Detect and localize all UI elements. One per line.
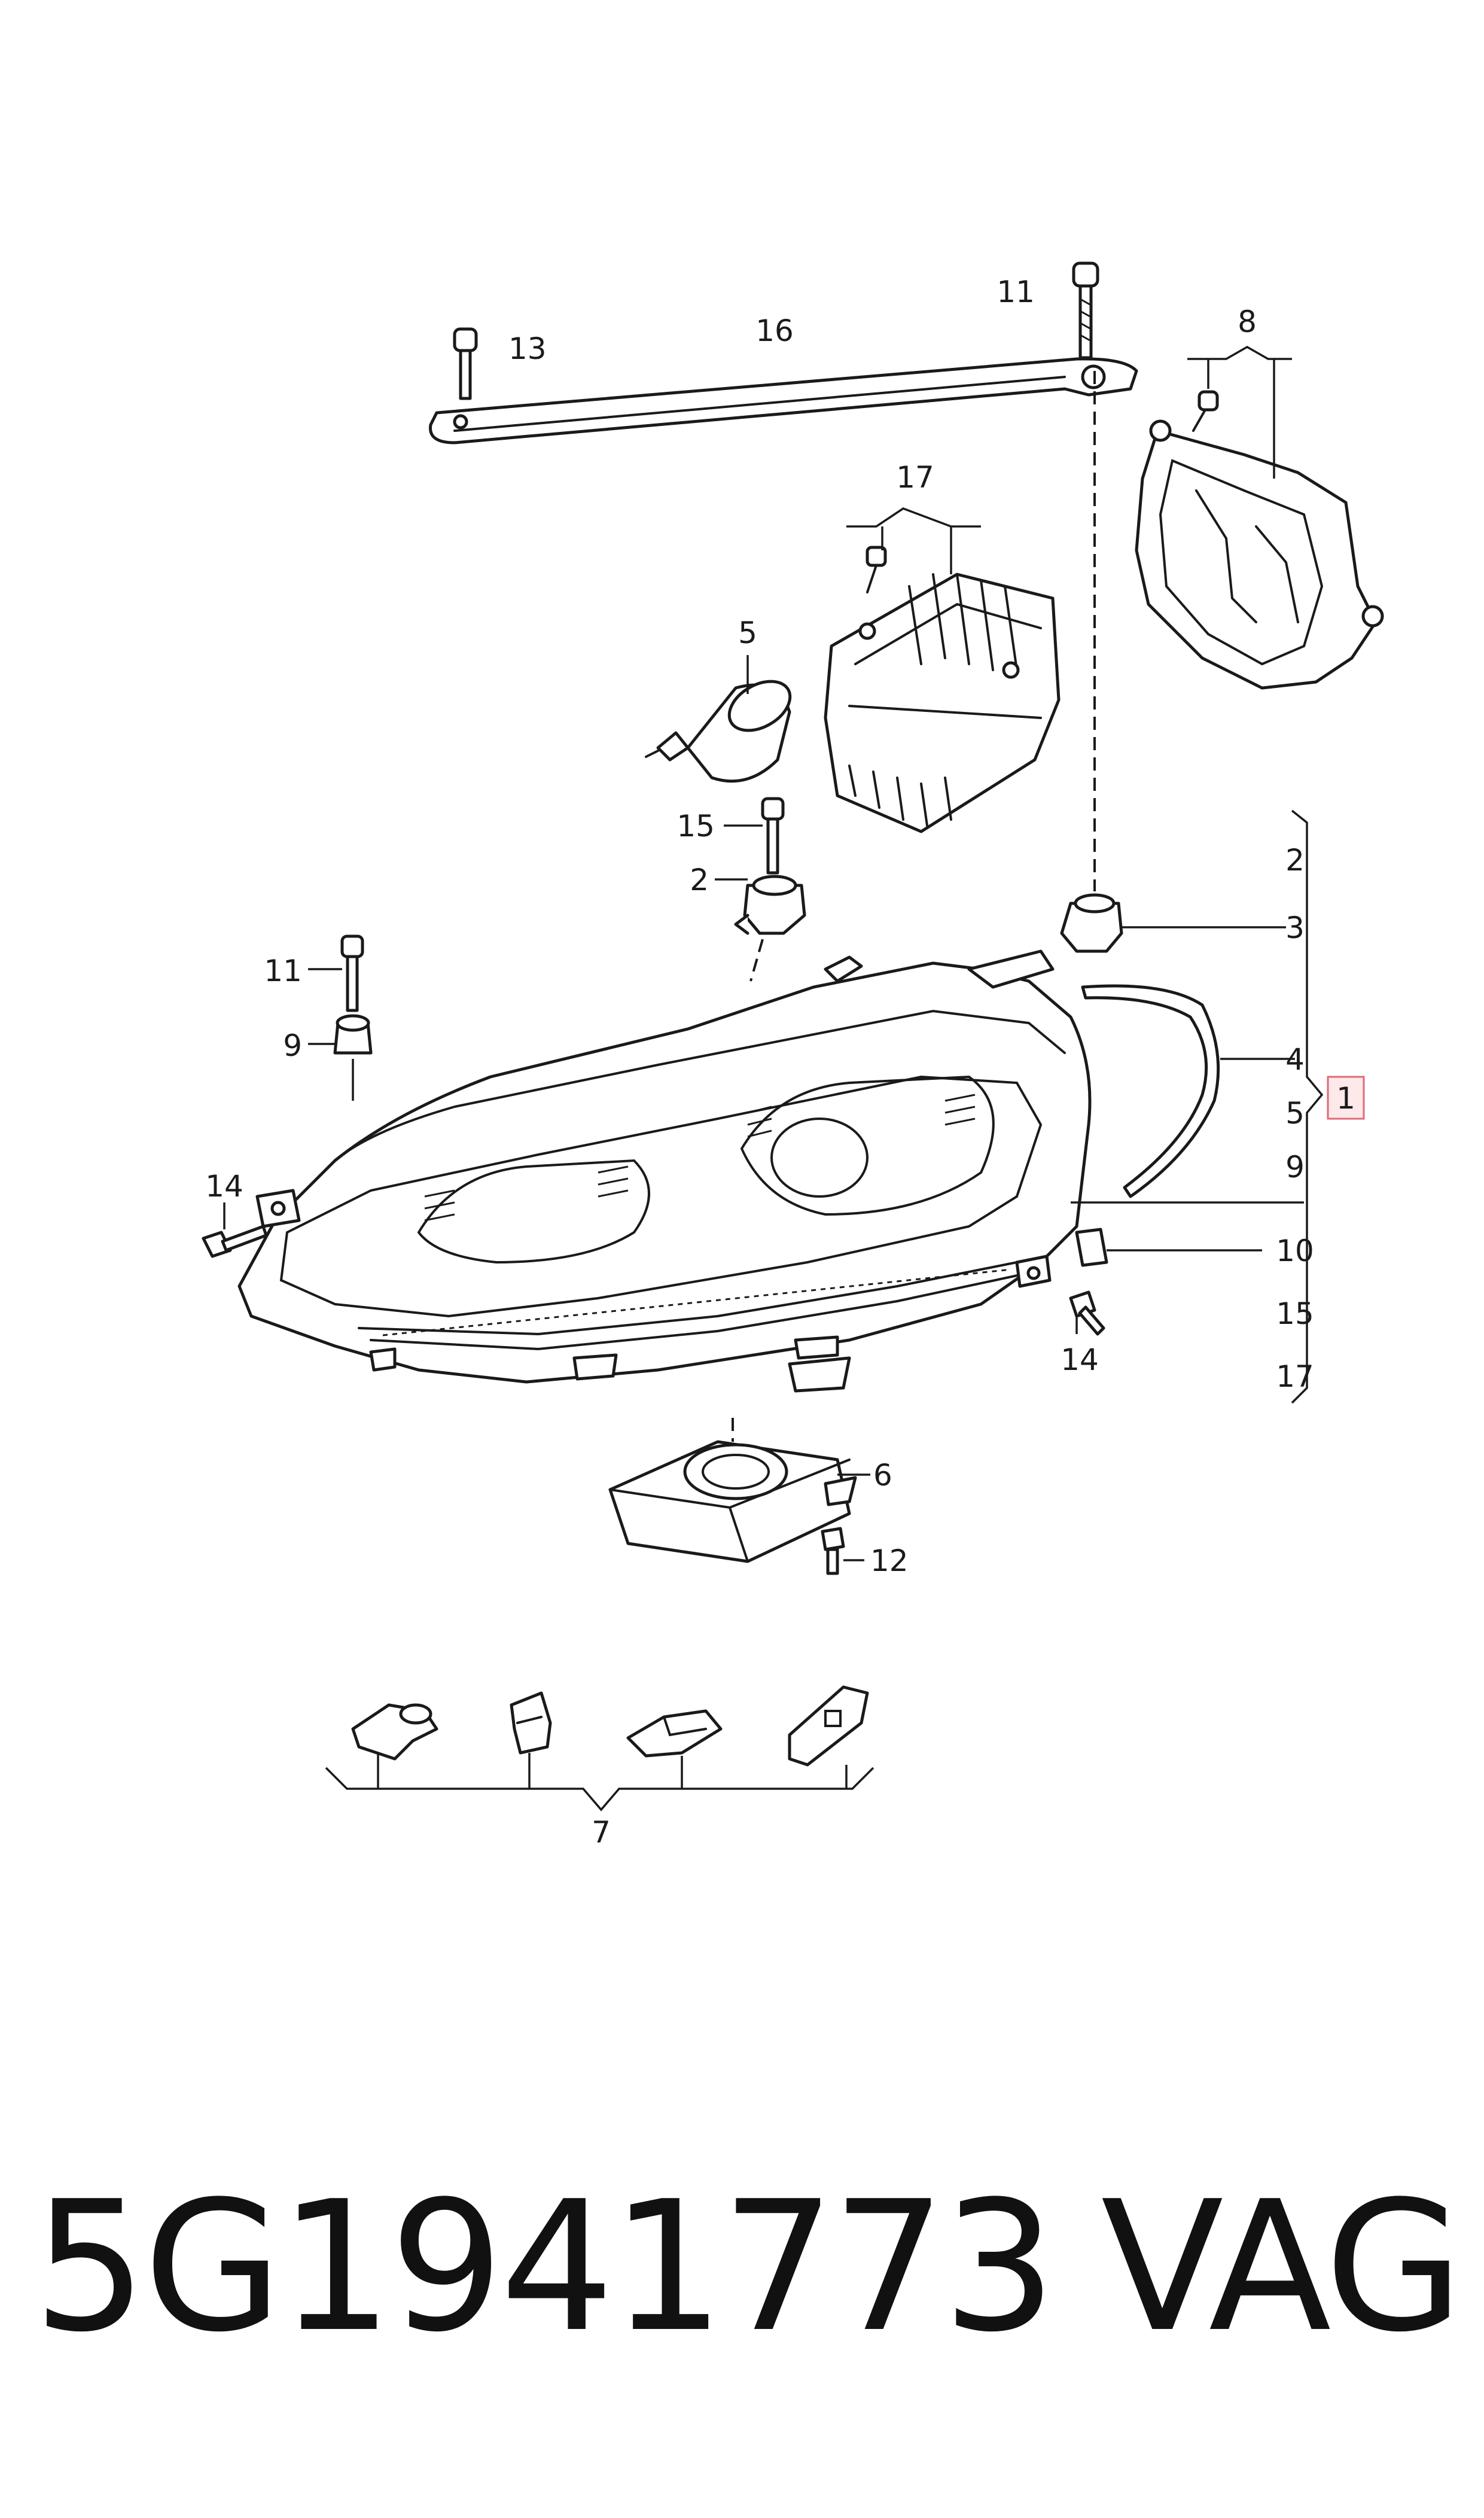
callout-17-right: 17 bbox=[1276, 1359, 1314, 1394]
selected-part-highlight bbox=[1327, 1076, 1365, 1120]
label-17-bracket bbox=[846, 507, 981, 574]
callout-14-right: 14 bbox=[1061, 1342, 1099, 1377]
callout-5-right: 5 bbox=[1285, 1096, 1305, 1131]
callout-6: 6 bbox=[873, 1458, 892, 1493]
clip-part-10 bbox=[1075, 1228, 1262, 1267]
callout-8: 8 bbox=[1238, 305, 1257, 339]
callout-9-right: 9 bbox=[1285, 1150, 1305, 1185]
screw-13 bbox=[453, 327, 478, 400]
footer: 5G1941773 VAG bbox=[0, 2160, 1484, 2375]
seal-strip-part bbox=[1081, 984, 1220, 1198]
adjuster-part-3 bbox=[1060, 893, 1286, 953]
callout-4: 4 bbox=[1285, 1042, 1305, 1077]
screw-12 bbox=[821, 1527, 864, 1575]
callout-11-left: 11 bbox=[264, 954, 302, 988]
label-7-bracket bbox=[325, 1753, 874, 1811]
callout-7: 7 bbox=[592, 1815, 611, 1850]
adjuster-screw-15 bbox=[724, 797, 785, 875]
label-8-bracket bbox=[1187, 345, 1292, 479]
callout-16: 16 bbox=[755, 313, 794, 348]
callout-14-left: 14 bbox=[205, 1169, 243, 1204]
led-module-part bbox=[824, 546, 1061, 833]
callout-1: 1 bbox=[1336, 1081, 1355, 1116]
grommet-9 bbox=[308, 1014, 373, 1101]
screw-top-right bbox=[1072, 261, 1099, 360]
control-unit-part-6 bbox=[608, 1440, 870, 1563]
callout-11-top: 11 bbox=[997, 275, 1035, 309]
callout-13: 13 bbox=[508, 331, 547, 366]
brand-name: VAG bbox=[1101, 2163, 1464, 2371]
callout-2-top: 2 bbox=[690, 863, 709, 897]
headlight-housing bbox=[237, 949, 1092, 1393]
callout-2-right: 2 bbox=[1285, 843, 1305, 878]
parts-diagram: 11 13 16 8 17 5 15 2 11 9 14 14 6 12 7 2… bbox=[202, 261, 1384, 1850]
bracket-set-part-7 bbox=[351, 1685, 869, 1767]
adjuster-part-2 bbox=[715, 875, 806, 935]
screw-14-right bbox=[1069, 1290, 1105, 1336]
callout-9-left: 9 bbox=[283, 1028, 302, 1063]
callout-5-top: 5 bbox=[738, 616, 757, 650]
callout-10: 10 bbox=[1276, 1234, 1314, 1268]
callout-3: 3 bbox=[1285, 911, 1305, 945]
part-number: 5G1941773 bbox=[33, 2163, 1056, 2371]
bulb-part bbox=[645, 680, 792, 783]
group-bracket bbox=[1291, 809, 1324, 1404]
mounting-bracket-part bbox=[429, 357, 1138, 444]
callout-15-right: 15 bbox=[1276, 1296, 1314, 1331]
callout-15-top: 15 bbox=[677, 809, 715, 844]
rear-cover-part bbox=[1135, 390, 1384, 690]
callout-12: 12 bbox=[870, 1543, 909, 1578]
screw-left-11 bbox=[308, 934, 364, 1012]
callout-17-top: 17 bbox=[896, 460, 934, 495]
screw-14-left bbox=[202, 1202, 268, 1258]
